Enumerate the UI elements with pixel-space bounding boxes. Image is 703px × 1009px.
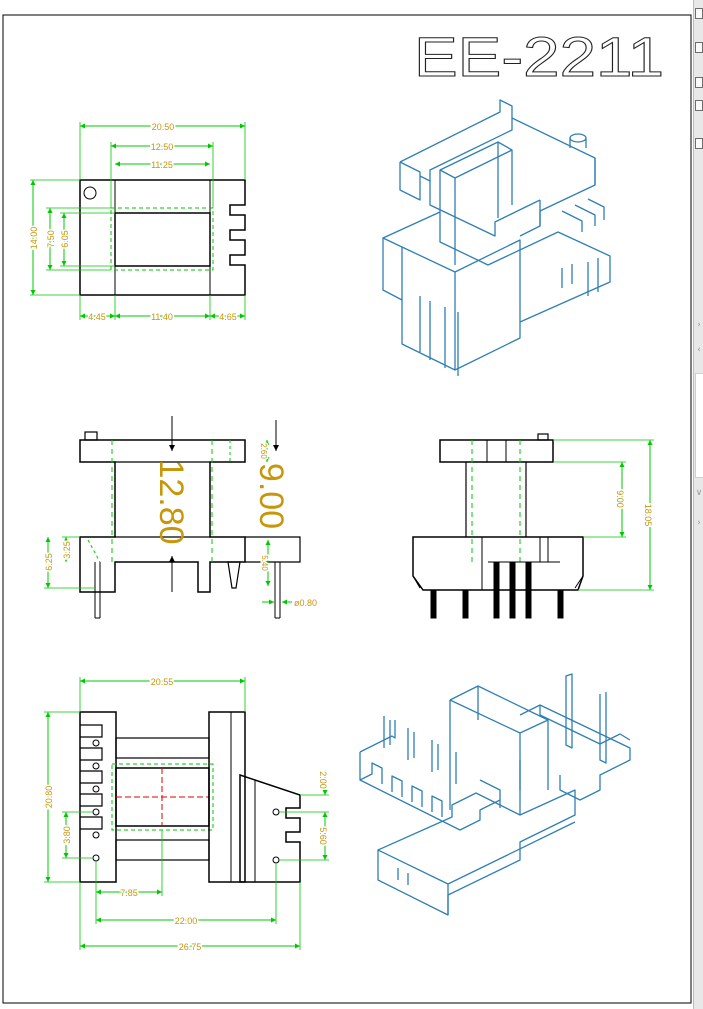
dim-bottom-overall-height: 20.80 [44,786,54,809]
chevron-icon[interactable]: › [697,320,701,330]
dim-side-core-height: 9.00 [615,490,625,508]
document-icon[interactable] [695,77,703,88]
dim-pin-pitch: 3.80 [62,826,72,844]
dim-pin-length: 5.40 [260,555,269,571]
dim-flange-thickness: 2.60 [259,443,268,459]
dim-height: 14.00 [29,227,39,250]
dim-right-flange: 4.65 [219,312,237,322]
top-view-window [114,212,211,267]
dim-total-width: 26.75 [179,942,202,952]
top-view: 20.50 12.50 11.25 14.00 7.50 6.05 4.45 1… [28,121,246,324]
dim-outer-core: 12.50 [151,142,174,152]
dim-pin-diameter: ø0.80 [294,598,317,608]
dim-base-height: 6.25 [44,553,54,571]
dim-slot-pitch: 5.60 [318,827,328,845]
dim-overall-width: 20.50 [152,122,175,132]
chevron-down-icon[interactable]: ∨ [695,488,703,498]
chevron-icon[interactable]: › [697,518,701,528]
dim-total-height: 18.05 [643,504,653,527]
document-icon[interactable] [695,138,703,149]
dim-inner-core: 11.25 [151,160,173,170]
bottom-view: 20.55 20.80 3.80 7.85 22.00 26.75 2.00 5… [43,676,330,954]
pin-one-marker [83,186,97,200]
dim-left-flange: 4.45 [88,312,106,322]
side-view: 9.00 18.05 [412,433,655,619]
dim-base-step: 3.25 [62,541,72,559]
document-icon[interactable] [695,42,703,53]
side-panel[interactable] [695,373,703,478]
top-view-outline [79,179,246,296]
isometric-view-bottom [359,673,631,916]
dim-bottom-overall-width: 20.55 [151,677,174,687]
isometric-view-top [382,99,611,376]
dim-bobbin-length: 12.80 [152,459,190,544]
drawing-frame [2,14,692,1004]
document-icon[interactable] [695,100,703,111]
dim-inner-width: 7.85 [120,888,138,898]
dim-core-height-large: 9.00 [252,463,290,529]
dim-window-height: 7.50 [46,230,56,248]
dim-pin-span: 22.00 [175,916,198,926]
dim-middle: 11.40 [151,312,173,322]
folder-icon[interactable] [695,8,703,19]
dim-slot-width: 2.00 [318,771,328,789]
chevron-icon[interactable]: ‹ [697,345,701,355]
drawing-title: EE-2211 [414,25,664,88]
dim-core-height: 6.05 [60,230,70,248]
side-toolbar: › ‹ ∨ › [693,0,703,1009]
front-view: 12.80 9.00 2.60 3.25 6.25 5.40 ø0.80 [43,416,317,619]
